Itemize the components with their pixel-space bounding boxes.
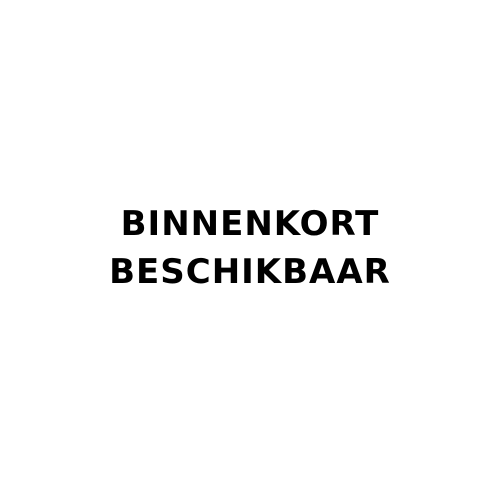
coming-soon-placeholder: BINNENKORT BESCHIKBAAR xyxy=(0,200,500,296)
placeholder-text-line-1: BINNENKORT xyxy=(120,204,380,244)
placeholder-text-line-2: BESCHIKBAAR xyxy=(109,252,391,292)
